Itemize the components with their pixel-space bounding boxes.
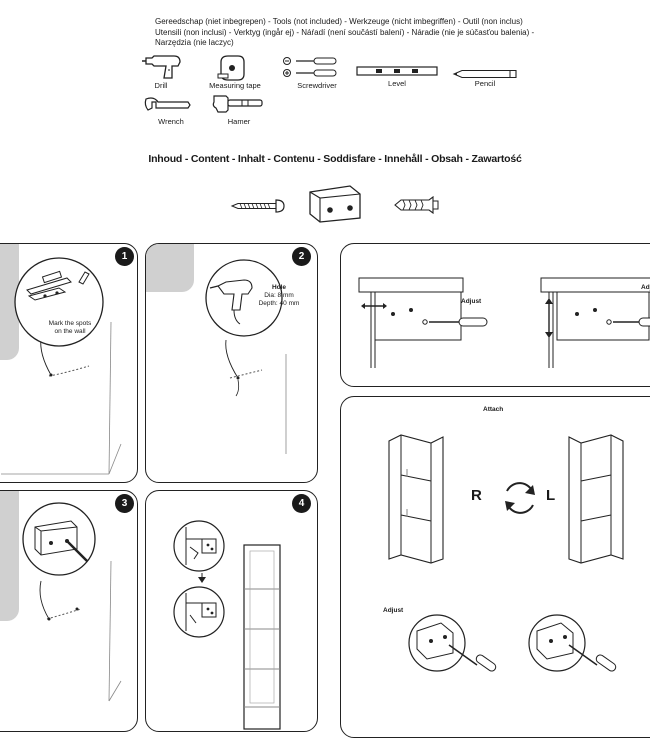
level-icon xyxy=(356,66,438,76)
hammer-icon xyxy=(212,95,263,113)
gray-tab xyxy=(0,244,19,360)
tool-label-screwdriver: Screwdriver xyxy=(297,81,337,90)
adjust-panel: Adjust Adj xyxy=(340,243,650,387)
bracket-icon xyxy=(309,185,361,223)
tool-label-measuring-tape: Measuring tape xyxy=(209,81,261,90)
step-3-callout-circle xyxy=(22,502,96,576)
step-number-2: 2 xyxy=(292,247,311,266)
tools-header: Gereedschap (niet inbegrepen) - Tools (n… xyxy=(155,17,575,49)
adjust-label-right: Adj xyxy=(641,284,650,291)
wrench-icon xyxy=(144,97,191,111)
step-3-illustration xyxy=(39,560,122,702)
tool-label-wrench: Wrench xyxy=(158,117,184,126)
tools-header-line1: Gereedschap (niet inbegrepen) - Tools (n… xyxy=(155,17,523,26)
gray-tab xyxy=(146,244,194,292)
attach-panel: Attach R L Adjust xyxy=(340,396,650,738)
measuring-tape-icon xyxy=(217,55,245,81)
step-1-panel: 1 Mark the spots on the wall xyxy=(0,243,138,483)
attach-illustration xyxy=(388,434,624,672)
adjust-illustration xyxy=(358,277,650,368)
wall-plug-icon xyxy=(394,195,439,215)
step-number-1: 1 xyxy=(115,247,134,266)
adjust-label-left: Adjust xyxy=(461,298,482,305)
step-1-illustration xyxy=(1,321,122,475)
step-number-3: 3 xyxy=(115,494,134,513)
step-1-callout-circle xyxy=(14,257,104,347)
step-2-panel: 2 Hole Dia: 8 mm Depth: 40 mm xyxy=(145,243,318,483)
drill-icon xyxy=(142,55,181,79)
content-title: Inhoud - Content - Inhalt - Contenu - So… xyxy=(148,153,522,165)
step-number-4: 4 xyxy=(292,494,311,513)
step-4-illustration xyxy=(198,544,281,730)
tools-header-line2: Utensili (non inclusi) - Verktyg (ingår … xyxy=(155,27,535,37)
gray-tab xyxy=(0,491,19,621)
tool-label-hammer: Hamer xyxy=(227,117,251,126)
screw-icon xyxy=(230,199,285,213)
attach-letter-r: R xyxy=(471,487,482,504)
tool-label-pencil: Pencil xyxy=(474,79,496,88)
step-2-hole-dia: Dia: 8 mm xyxy=(264,292,294,299)
attach-letter-l: L xyxy=(546,487,556,504)
tool-label-drill: Drill xyxy=(154,81,168,90)
attach-adjust-label: Adjust xyxy=(383,607,404,614)
step-2-illustration xyxy=(225,339,287,454)
step-4-callout-bottom xyxy=(173,586,225,638)
step-4-callout-top xyxy=(173,520,225,572)
step-2-callout-circle xyxy=(205,259,283,337)
tool-label-level: Level xyxy=(388,79,406,88)
step-4-panel: 4 xyxy=(145,490,318,732)
tools-header-line3: Narzędzia (nie laczyc) xyxy=(155,38,234,47)
step-2-hole-title: Hole xyxy=(271,284,287,291)
step-2-hole-depth: Depth: 40 mm xyxy=(258,300,300,307)
pencil-icon xyxy=(452,69,517,79)
screwdriver-icon xyxy=(283,57,337,77)
step-1-callout-text: Mark the spots on the wall xyxy=(48,320,92,335)
attach-title: Attach xyxy=(483,406,504,413)
step-3-panel: 3 xyxy=(0,490,138,732)
